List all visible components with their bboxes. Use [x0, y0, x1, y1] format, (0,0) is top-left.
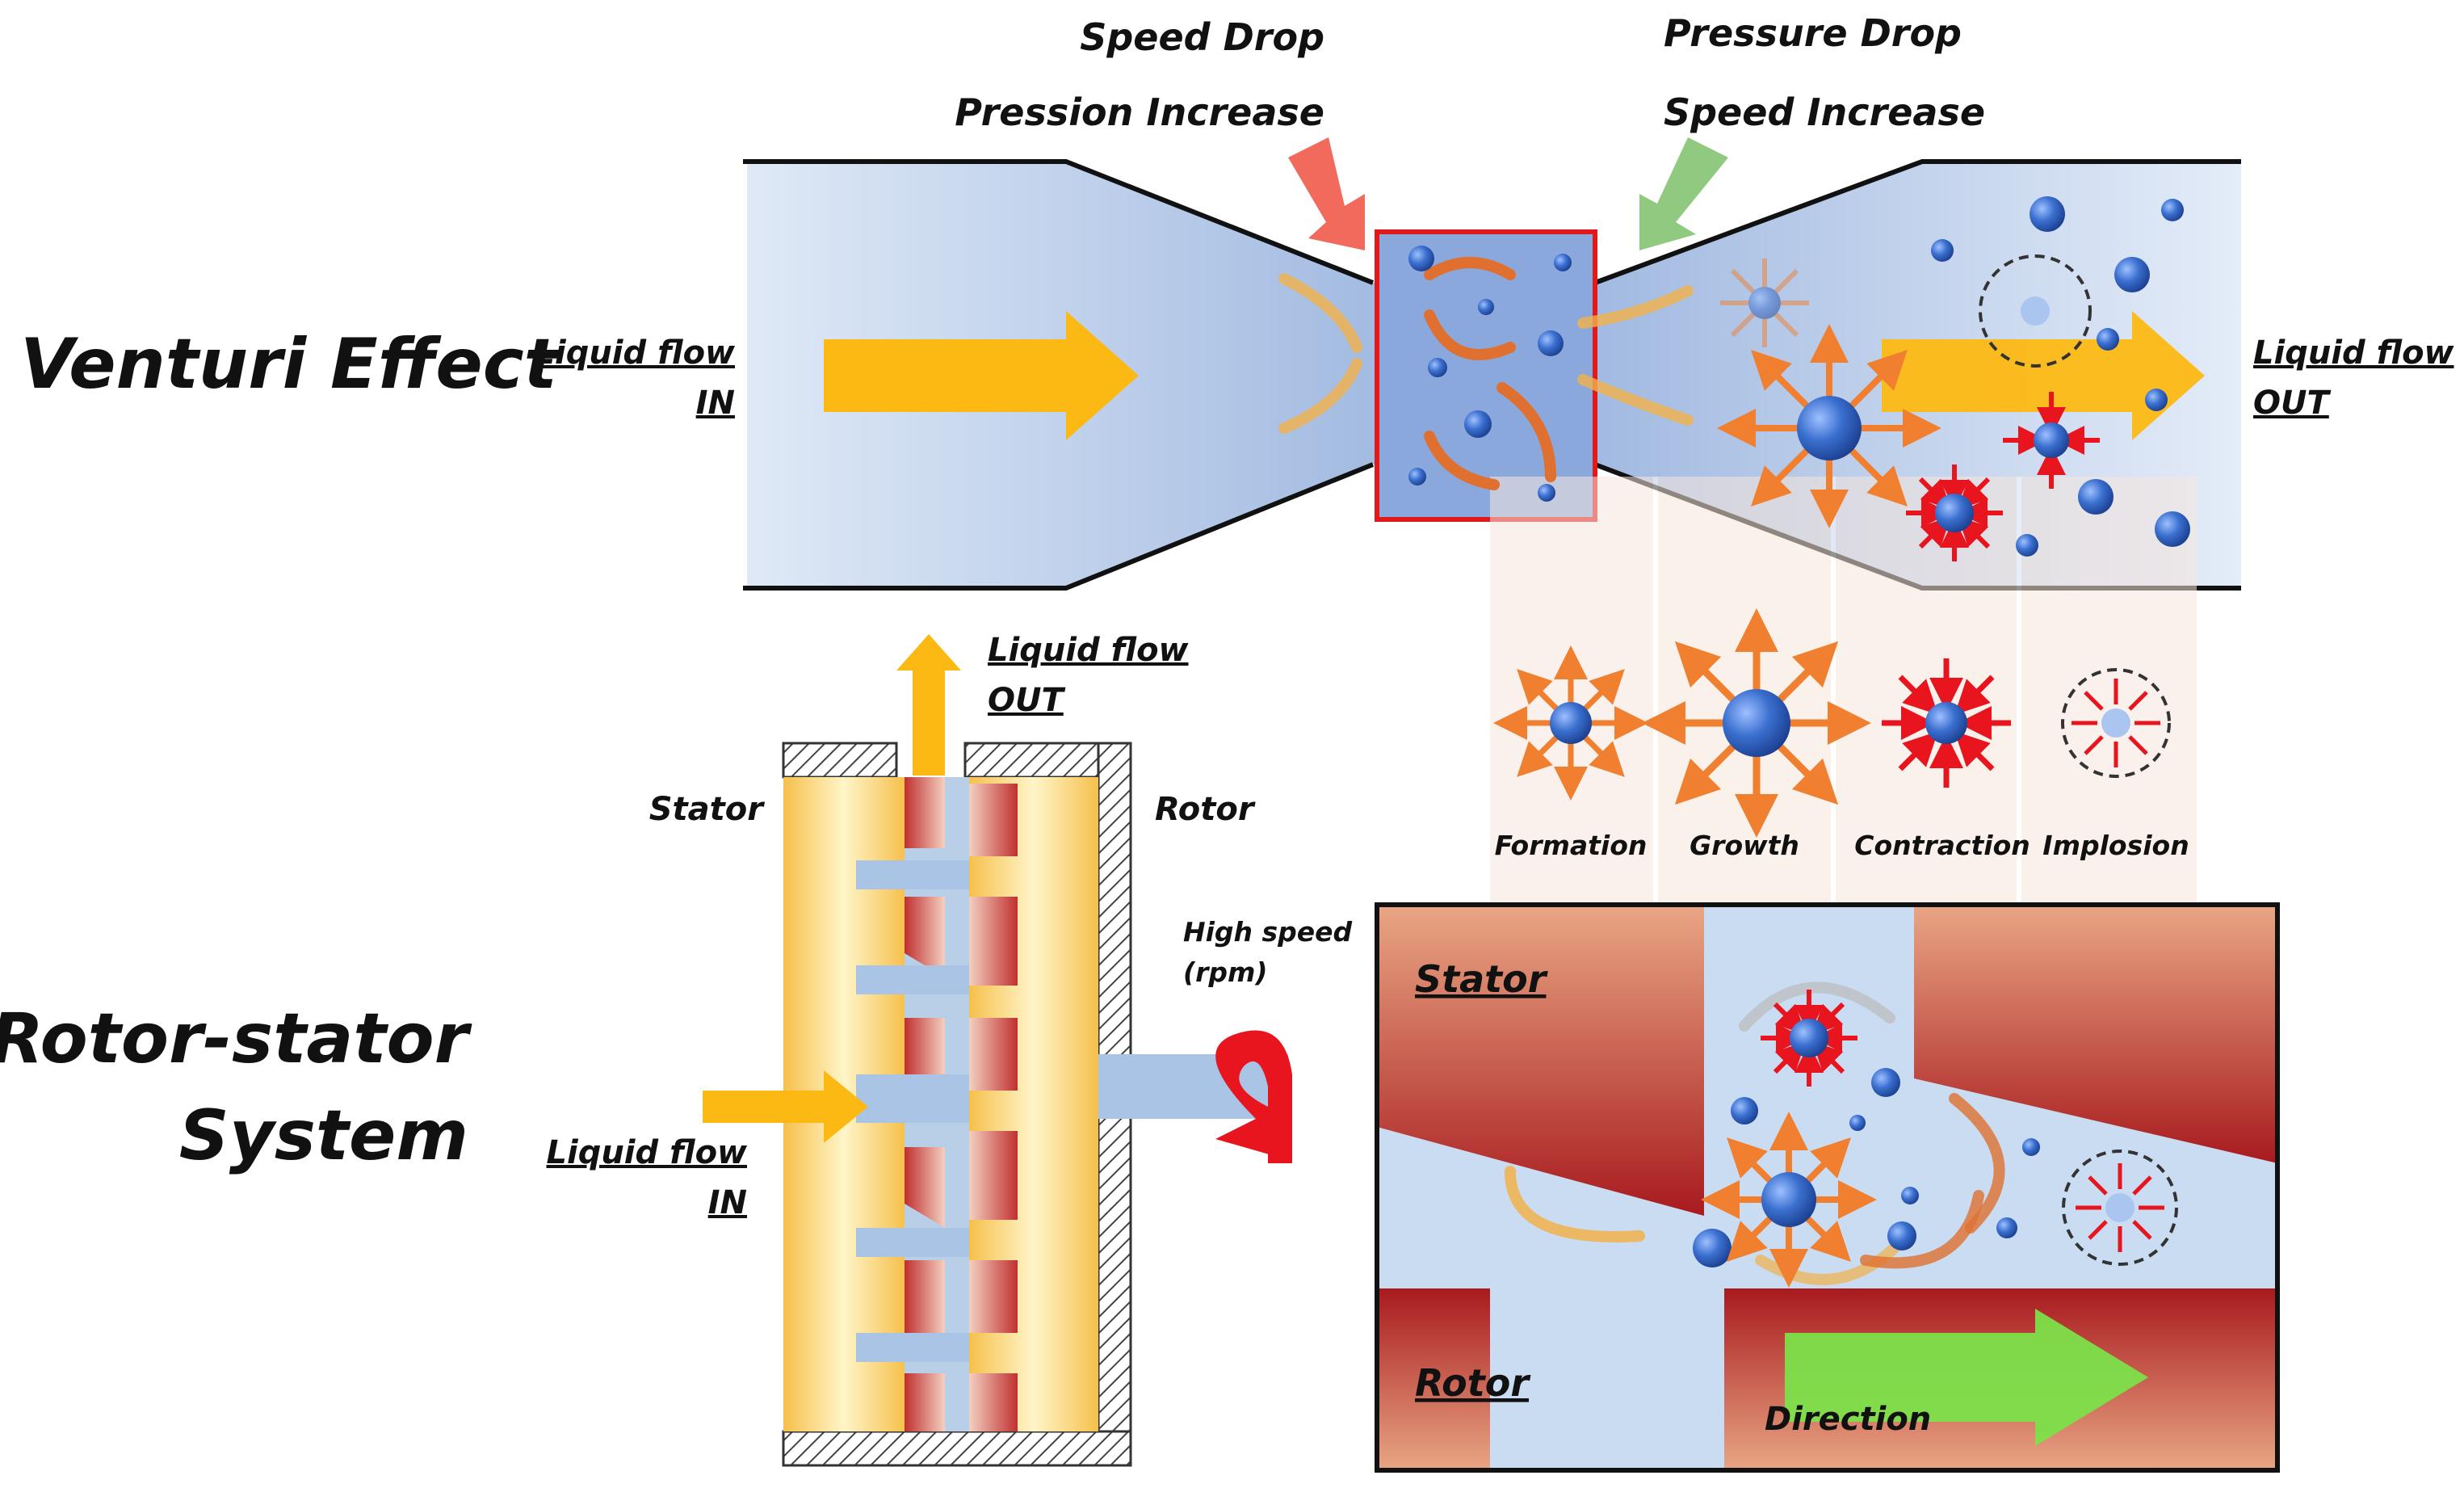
venturi-inlet-label-2: IN [696, 385, 735, 422]
rpm-label: (rpm) [1183, 956, 1267, 988]
outlet-formation-bubble [1720, 259, 1809, 347]
rotor-stator-title-2: System [179, 1095, 468, 1176]
speed-increase-label: Speed Increase [1664, 90, 1985, 134]
rotor-label: Rotor [1155, 791, 1256, 828]
detail-stator-label: Stator [1415, 957, 1549, 1001]
rotor-inlet-label: Liquid flow [547, 1134, 749, 1171]
detail-contraction-bubble [1761, 990, 1857, 1087]
stage-growth-icon [1642, 608, 1871, 838]
stator-label: Stator [649, 791, 766, 828]
gap-blades [856, 860, 969, 1362]
pressure-drop-arrow [1639, 137, 1728, 250]
stage-formation-label: Formation [1495, 830, 1648, 861]
outlet-contraction-bubbles [1906, 254, 2100, 561]
rotor-outlet-label: Liquid flow [988, 632, 1190, 669]
rotor-stator-title: Rotor-stator [0, 998, 472, 1079]
direction-arrow [1785, 1309, 2148, 1446]
rotor-body [969, 777, 1098, 1431]
venturi-inlet-label: Liquid flow [535, 334, 737, 372]
detail-implosion-bubble [2062, 1150, 2178, 1266]
outlet-flow-arrow [1882, 311, 2205, 440]
detail-bubbles [1693, 1068, 2040, 1267]
venturi-outlet-label: Liquid flow [2253, 334, 2455, 372]
rotation-arrow [1215, 1030, 1292, 1163]
rotor-outlet-arrow [896, 634, 961, 776]
inlet-flow-arrow [824, 311, 1139, 440]
rotor-inlet-arrow [703, 1070, 868, 1143]
direction-label: Direction [1765, 1401, 1931, 1438]
pressure-drop-label: Pressure Drop [1664, 11, 1962, 55]
stage-formation-icon [1493, 645, 1648, 801]
high-speed-label: High speed [1183, 916, 1353, 948]
swirl-arrows [1278, 257, 1694, 490]
pressure-increase-arrow [1288, 137, 1365, 250]
speed-drop-label: Speed Drop [1080, 15, 1324, 59]
detail-rotor-label: Rotor [1415, 1361, 1531, 1405]
bubbles [1408, 196, 2190, 557]
pression-increase-label: Pression Increase [955, 90, 1324, 134]
detail-growth-bubble [1701, 1112, 1877, 1288]
outlet-growth-bubble [1717, 324, 1941, 528]
stage-implosion-label: Implosion [2042, 830, 2189, 861]
stage-contraction-label: Contraction [1854, 830, 2030, 861]
stage-panel [1490, 477, 2197, 913]
stage-growth-label: Growth [1690, 830, 1799, 861]
venturi-outlet-label-2: OUT [2253, 385, 2331, 422]
stage-implosion-icon [2061, 668, 2171, 778]
venturi-title: Venturi Effect [20, 324, 560, 405]
rotor-outlet-label-2: OUT [988, 682, 1065, 719]
rotor-teeth [969, 784, 1018, 1431]
rotor-inlet-label-2: IN [708, 1184, 747, 1221]
stator-teeth [905, 777, 945, 1431]
stage-contraction-icon [1882, 658, 2011, 788]
